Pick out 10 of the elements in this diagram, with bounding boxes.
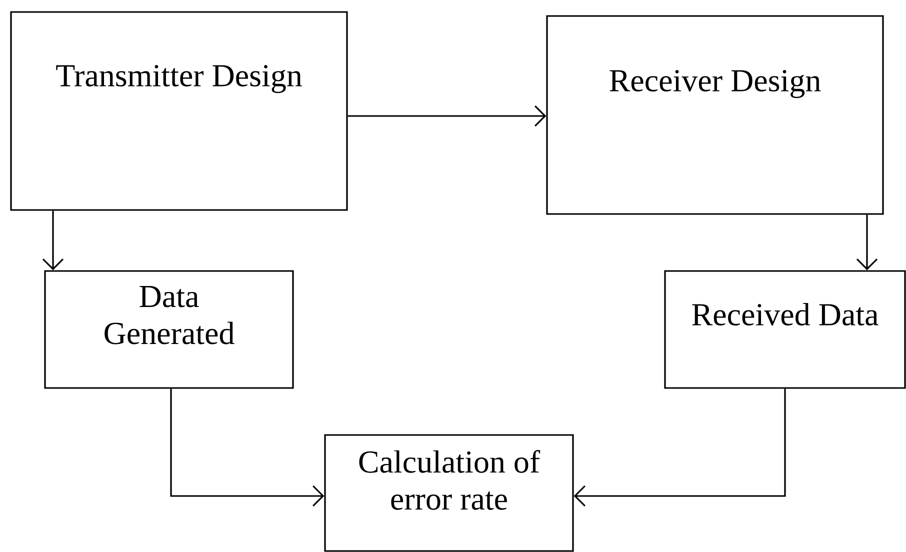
process-box: Receiver Design	[546, 15, 884, 215]
arrow	[348, 105, 546, 127]
process-box: Received Data	[664, 270, 906, 389]
process-box: Calculation of error rate	[324, 434, 574, 552]
arrow	[574, 388, 786, 507]
process-box: Data Generated	[44, 270, 294, 389]
arrow	[170, 388, 324, 507]
arrow	[856, 214, 878, 270]
process-box: Transmitter Design	[10, 11, 348, 211]
arrow	[42, 210, 64, 270]
